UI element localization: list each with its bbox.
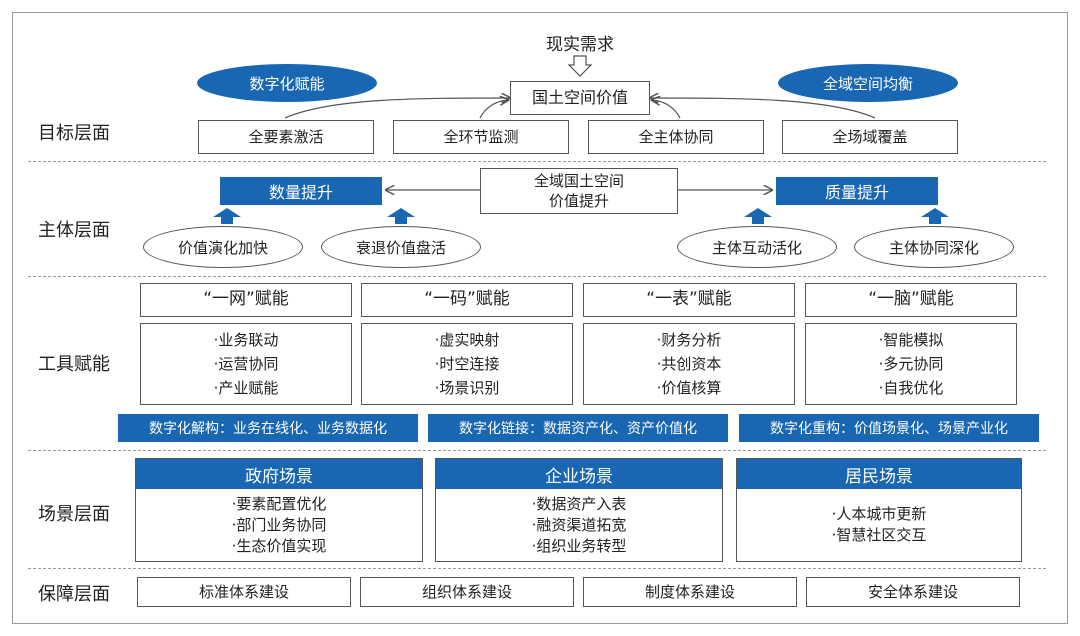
scene-title: 政府场景 — [136, 459, 422, 489]
tool-title: “一脑”赋能 — [805, 283, 1017, 317]
goal-box: 全场域覆盖 — [782, 120, 958, 154]
divider — [28, 568, 1046, 569]
layer-label-tool: 工具赋能 — [38, 354, 110, 375]
subject-ellipse: 衰退价值盘活 — [321, 226, 481, 268]
scene-item: ·融资渠道拓宽 — [531, 515, 627, 534]
layer-label-goal: 目标层面 — [38, 123, 110, 144]
tool-item: ·价值核算 — [656, 379, 722, 397]
tool-list: ·智能模拟 ·多元协同 ·自我优化 — [805, 323, 1017, 405]
center-value-line: 全域国土空间 — [533, 172, 624, 190]
down-arrow-icon — [568, 55, 592, 77]
goal-box: 全主体协同 — [588, 120, 764, 154]
balance-ellipse: 全域空间均衡 — [778, 64, 958, 102]
guarantee-box: 制度体系建设 — [583, 577, 797, 607]
goal-box: 全要素激活 — [198, 120, 374, 154]
subject-ellipse: 价值演化加快 — [143, 226, 303, 268]
tool-item: ·时空连接 — [434, 355, 500, 373]
tool-item: ·财务分析 — [656, 331, 722, 349]
scene-item: ·数据资产入表 — [531, 494, 627, 513]
tool-item: ·产业赋能 — [213, 379, 279, 397]
scene-card-enterprise: 企业场景 ·数据资产入表 ·融资渠道拓宽 ·组织业务转型 — [435, 458, 723, 562]
core-value-box: 国土空间价值 — [510, 81, 650, 115]
layer-label-scene: 场景层面 — [38, 504, 110, 525]
divider — [28, 276, 1046, 277]
tool-list: ·业务联动 ·运营协同 ·产业赋能 — [140, 323, 352, 405]
digital-band: 数字化解构：业务在线化、业务数据化 — [118, 414, 418, 442]
scene-title: 企业场景 — [436, 459, 722, 489]
tool-item: ·共创资本 — [656, 355, 722, 373]
scene-item: ·部门业务协同 — [231, 515, 327, 534]
tool-title: “一网”赋能 — [140, 283, 352, 317]
scene-item: ·人本城市更新 — [831, 505, 927, 523]
tool-item: ·业务联动 — [213, 331, 279, 349]
tool-item: ·自我优化 — [878, 379, 944, 397]
tool-item: ·多元协同 — [878, 355, 944, 373]
layer-label-subject: 主体层面 — [38, 220, 110, 241]
up-arrow-icon — [744, 208, 772, 224]
up-arrow-icon — [213, 208, 241, 224]
digital-band: 数字化链接：数据资产化、资产价值化 — [428, 414, 728, 442]
divider — [28, 161, 1046, 162]
up-arrow-icon — [921, 208, 949, 224]
subject-ellipse: 主体协同深化 — [854, 226, 1014, 268]
tool-list: ·财务分析 ·共创资本 ·价值核算 — [583, 323, 795, 405]
tool-list: ·虚实映射 ·时空连接 ·场景识别 — [361, 323, 573, 405]
layer-label-guarantee: 保障层面 — [38, 584, 110, 605]
goal-box: 全环节监测 — [393, 120, 569, 154]
tool-item: ·虚实映射 — [434, 331, 500, 349]
scene-item: ·生态价值实现 — [231, 536, 327, 555]
tool-item: ·场景识别 — [434, 379, 500, 397]
divider — [28, 450, 1046, 451]
scene-item: ·要素配置优化 — [231, 494, 327, 513]
tool-title: “一表”赋能 — [583, 283, 795, 317]
center-value-box: 全域国土空间 价值提升 — [480, 168, 678, 214]
demand-label: 现实需求 — [546, 35, 614, 55]
scene-list: ·要素配置优化 ·部门业务协同 ·生态价值实现 — [136, 489, 422, 561]
guarantee-box: 标准体系建设 — [137, 577, 351, 607]
quality-box: 质量提升 — [776, 177, 938, 205]
scene-list: ·人本城市更新 ·智慧社区交互 — [737, 489, 1021, 561]
up-arrow-icon — [387, 208, 415, 224]
scene-item: ·组织业务转型 — [531, 536, 627, 555]
scene-card-resident: 居民场景 ·人本城市更新 ·智慧社区交互 — [736, 458, 1022, 562]
scene-title: 居民场景 — [737, 459, 1021, 489]
scene-card-government: 政府场景 ·要素配置优化 ·部门业务协同 ·生态价值实现 — [135, 458, 423, 562]
scene-list: ·数据资产入表 ·融资渠道拓宽 ·组织业务转型 — [436, 489, 722, 561]
guarantee-box: 安全体系建设 — [806, 577, 1020, 607]
quantity-box: 数量提升 — [220, 177, 382, 205]
tool-item: ·运营协同 — [213, 355, 279, 373]
tool-title: “一码”赋能 — [361, 283, 573, 317]
scene-item: ·智慧社区交互 — [831, 526, 927, 544]
digital-empower-ellipse: 数字化赋能 — [197, 64, 377, 102]
guarantee-box: 组织体系建设 — [360, 577, 574, 607]
diagram-frame — [12, 12, 1068, 624]
digital-band: 数字化重构：价值场景化、场景产业化 — [739, 414, 1039, 442]
center-value-line: 价值提升 — [548, 192, 609, 210]
subject-ellipse: 主体互动活化 — [677, 226, 837, 268]
tool-item: ·智能模拟 — [878, 331, 944, 349]
